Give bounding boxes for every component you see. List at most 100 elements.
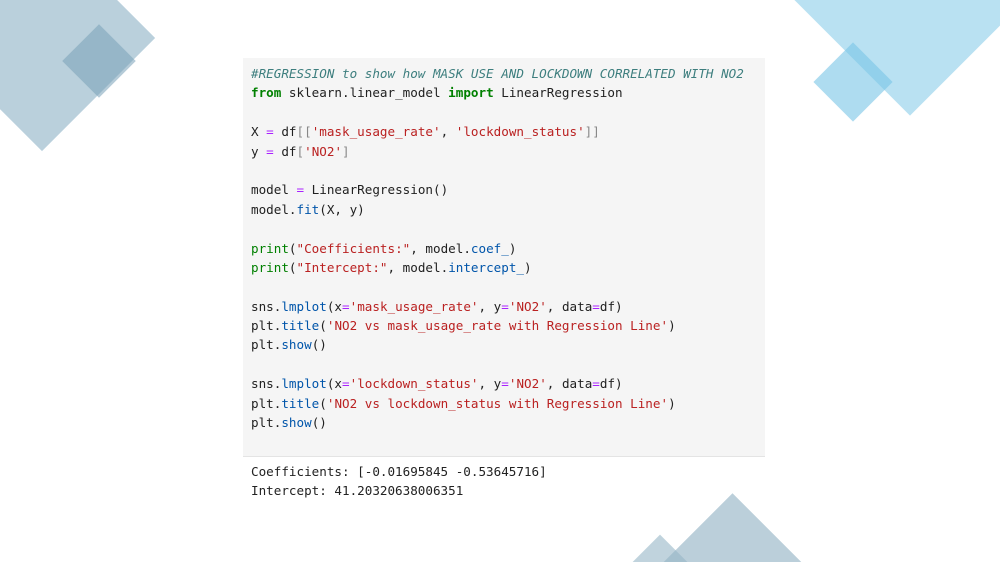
code-token: y	[251, 143, 267, 159]
code-line: X = df[['mask_usage_rate', 'lockdown_sta…	[251, 122, 765, 141]
code-token: ()	[311, 415, 327, 431]
code-token: )	[524, 259, 532, 275]
code-line: y = df['NO2']	[251, 142, 765, 161]
code-token: =	[266, 124, 274, 140]
code-token: df	[273, 143, 297, 159]
code-editor[interactable]: #REGRESSION to show how MASK USE AND LOC…	[251, 64, 765, 432]
code-token: (x	[326, 376, 343, 392]
code-line: plt.title('NO2 vs lockdown_status with R…	[251, 394, 765, 413]
code-token: print	[251, 240, 289, 256]
code-line: model = LinearRegression()	[251, 180, 765, 199]
code-token: 'lockdown_status'	[349, 376, 479, 392]
code-line	[251, 103, 765, 122]
code-token: df	[273, 124, 297, 140]
code-token: show	[281, 337, 312, 353]
code-line: plt.show()	[251, 413, 765, 432]
code-token: , model.	[410, 240, 471, 256]
code-token: (	[288, 240, 297, 256]
code-token: show	[281, 415, 312, 431]
code-token: coef_	[470, 240, 509, 256]
code-line	[251, 277, 765, 296]
code-token: )	[668, 318, 676, 334]
code-token: model	[251, 182, 297, 198]
code-line: from sklearn.linear_model import LinearR…	[251, 83, 765, 102]
code-token: (X, y)	[319, 201, 365, 217]
code-token: X	[251, 124, 267, 140]
code-token: 'mask_usage_rate'	[349, 298, 479, 314]
code-token: ()	[311, 337, 327, 353]
code-token: (	[319, 318, 327, 334]
output-intercept: Intercept: 41.20320638006351	[251, 483, 464, 498]
code-token: lmplot	[281, 376, 327, 392]
code-token: fit	[296, 201, 320, 217]
decorative-diamond-bottom-large	[658, 493, 807, 562]
code-token: , y	[478, 298, 502, 314]
code-cell[interactable]: #REGRESSION to show how MASK USE AND LOC…	[243, 58, 765, 457]
code-token: "Intercept:"	[296, 259, 388, 275]
code-token: 'NO2'	[508, 298, 547, 314]
code-token: (	[288, 259, 297, 275]
code-token: =	[592, 298, 600, 314]
code-token: 'NO2'	[508, 376, 547, 392]
code-token: (x	[326, 298, 343, 314]
code-token: =	[501, 298, 509, 314]
code-token: title	[281, 395, 320, 411]
code-line	[251, 161, 765, 180]
code-token: ]	[342, 143, 350, 159]
code-token: title	[281, 318, 320, 334]
code-token: =	[296, 182, 305, 198]
code-token: #REGRESSION to show how MASK USE AND LOC…	[251, 66, 744, 81]
code-token: , data	[546, 298, 593, 314]
code-token: (	[319, 395, 327, 411]
code-token: sklearn.linear_model	[281, 85, 449, 101]
code-token: plt.	[251, 415, 282, 431]
code-token: 'mask_usage_rate'	[311, 124, 441, 140]
code-line: #REGRESSION to show how MASK USE AND LOC…	[251, 64, 765, 83]
code-line: plt.show()	[251, 335, 765, 354]
code-token: from	[251, 85, 282, 101]
code-token: import	[448, 85, 494, 101]
code-token: 'NO2 vs lockdown_status with Regression …	[326, 395, 669, 411]
cell-output: Coefficients: [-0.01695845 -0.53645716] …	[251, 462, 547, 500]
code-token: df)	[599, 376, 623, 392]
code-line: plt.title('NO2 vs mask_usage_rate with R…	[251, 316, 765, 335]
code-token: sns.	[251, 298, 282, 314]
code-token: , data	[546, 376, 593, 392]
code-line	[251, 355, 765, 374]
code-token: sns.	[251, 376, 282, 392]
code-token: lmplot	[281, 298, 327, 314]
code-token: 'NO2 vs mask_usage_rate with Regression …	[326, 318, 669, 334]
code-token: 'NO2'	[304, 143, 343, 159]
code-line: sns.lmplot(x='lockdown_status', y='NO2',…	[251, 374, 765, 393]
code-token: =	[501, 376, 509, 392]
code-token: LinearRegression()	[304, 182, 449, 198]
code-token: model.	[251, 201, 297, 217]
code-token: , model.	[387, 259, 449, 275]
code-token: 'lockdown_status'	[455, 124, 585, 140]
code-line: sns.lmplot(x='mask_usage_rate', y='NO2',…	[251, 297, 765, 316]
code-token: df)	[599, 298, 623, 314]
code-token: LinearRegression	[493, 85, 623, 101]
code-token: plt.	[251, 337, 282, 353]
code-token: )	[668, 395, 676, 411]
code-token: , y	[478, 376, 502, 392]
code-token: [	[296, 143, 305, 159]
code-token: ]]	[584, 124, 600, 140]
code-line: print("Coefficients:", model.coef_)	[251, 239, 765, 258]
code-token: =	[342, 376, 350, 392]
code-line: print("Intercept:", model.intercept_)	[251, 258, 765, 277]
output-coefficients: Coefficients: [-0.01695845 -0.53645716]	[251, 464, 547, 479]
code-token: )	[508, 240, 517, 256]
code-token: plt.	[251, 395, 282, 411]
decorative-diamond-top-right-large	[754, 0, 1000, 116]
code-token: print	[251, 259, 289, 275]
code-token: [[	[296, 124, 312, 140]
code-line	[251, 219, 765, 238]
code-token: ,	[440, 124, 456, 140]
code-token: intercept_	[448, 259, 525, 275]
code-line: model.fit(X, y)	[251, 200, 765, 219]
code-token: =	[592, 376, 600, 392]
code-token: plt.	[251, 318, 282, 334]
code-token: =	[342, 298, 350, 314]
code-token: "Coefficients:"	[296, 240, 411, 256]
